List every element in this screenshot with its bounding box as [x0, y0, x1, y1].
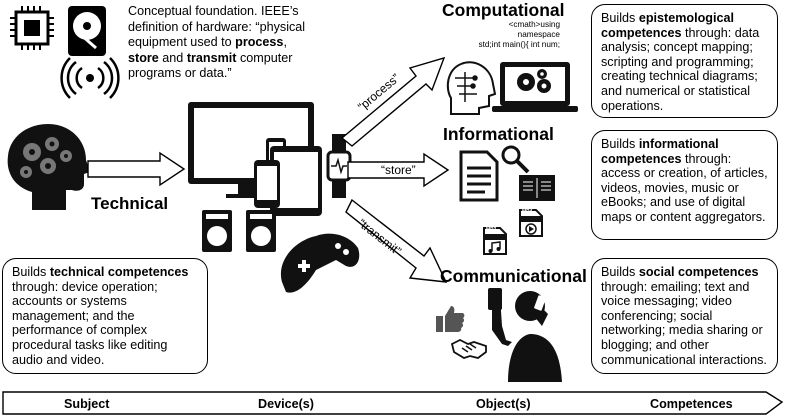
box-text: Builds [601, 11, 639, 25]
hard-drive-icon [68, 6, 106, 56]
thumbs-up-icon [436, 306, 465, 332]
devices-icon [188, 102, 360, 293]
subject-to-device-arrow [87, 151, 186, 187]
transmit-arrow [345, 198, 448, 283]
box-line: analysis; concept mapping; [601, 40, 753, 55]
box-line: performance of complex [12, 323, 148, 338]
note-bold: transmit [186, 50, 237, 65]
box-line: communicational interactions. [601, 352, 767, 367]
box-text: Builds [601, 137, 639, 151]
note-text: and [158, 50, 187, 65]
box-text: through: data [685, 25, 760, 40]
note-text: equipment used to [128, 35, 236, 49]
mp3-file-icon [483, 227, 507, 255]
informational-competences-box: Builds informational competences through… [591, 130, 778, 240]
laptop-gears-icon [492, 62, 578, 112]
ebook-icon [519, 175, 555, 201]
box-bold: social competences [638, 265, 759, 279]
store-arrow [347, 152, 450, 188]
process-arrow [340, 56, 446, 147]
informational-title: Informational [443, 124, 554, 144]
box-line: maps or content aggregators. [601, 209, 766, 224]
axis-label-competences: Competences [650, 397, 733, 411]
box-bold: informational competences [601, 137, 719, 166]
note-line: store and transmit computer [128, 51, 305, 67]
box-text: through: [685, 151, 732, 166]
robot-head-icon [446, 61, 497, 115]
code-line: std;int main(){ int num; [478, 40, 560, 49]
mp4-file-label: MP4 [522, 209, 533, 215]
document-icon [459, 150, 499, 202]
code-line: <cmath>using [508, 20, 560, 29]
note-line: Conceptual foundation. IEEE’s [128, 4, 299, 18]
note-bold: process [235, 35, 284, 49]
axis-label-devices: Device(s) [258, 397, 315, 411]
box-line: networking; media sharing or [601, 323, 763, 338]
box-line: through: emailing; text and [601, 279, 750, 294]
mp4-file-icon [519, 209, 543, 237]
axis-label-subject: Subject [64, 397, 110, 411]
wireless-signal-icon [60, 57, 120, 99]
technical-competences-box: Builds technical competences through: de… [2, 258, 208, 374]
box-line: and numerical or statistical [601, 83, 751, 98]
box-bold: technical competences [49, 265, 189, 279]
magnifier-icon [501, 145, 530, 174]
code-line: namespace [517, 30, 560, 39]
box-line: accounts or systems [12, 294, 127, 309]
box-line: scripting and programming; [601, 54, 754, 69]
head-gears-icon [7, 124, 90, 210]
box-text: Builds [12, 265, 50, 279]
store-arrow-label: “store” [381, 163, 416, 177]
handshake-icon [450, 338, 487, 359]
note-text: computer [236, 50, 293, 65]
box-line: procedural tasks like editing [12, 337, 168, 352]
mp3-file-label: MP3 [486, 227, 497, 233]
box-line: through: device operation; [12, 279, 158, 294]
box-line: Builds informational competences through… [601, 137, 768, 166]
box-line: operations. [601, 98, 664, 113]
note-line: definition of hardware: “physical [128, 19, 306, 34]
note-text: , [283, 35, 287, 49]
note-line: equipment used to process, [128, 35, 305, 51]
box-line: creating technical diagrams; [601, 69, 758, 84]
box-line: Builds epistemological competences throu… [601, 11, 768, 40]
hardware-definition-note: Conceptual foundation. IEEE’s definition… [128, 4, 305, 82]
person-phone-icon [488, 288, 562, 382]
box-line: eBooks; and use of digital [601, 195, 746, 210]
box-line: management; and the [12, 308, 135, 323]
box-line: Builds technical competences [12, 265, 198, 280]
box-line: Builds social competences [601, 265, 768, 280]
box-line: audio and video. [12, 352, 105, 367]
note-line: programs or data.” [128, 66, 232, 80]
box-bold: epistemological competences [601, 11, 734, 40]
box-line: voice messaging; video [601, 294, 732, 309]
box-line: blogging; and other [601, 337, 709, 352]
social-competences-box: Builds social competences through: email… [591, 258, 778, 374]
cpu-chip-icon [10, 6, 54, 50]
computational-title: Computational [442, 0, 565, 20]
note-bold: store [128, 50, 159, 65]
axis-label-objects: Object(s) [476, 397, 531, 411]
communicational-title: Communicational [440, 266, 587, 286]
subject-label: Technical [91, 194, 169, 213]
epistemological-competences-box: Builds epistemological competences throu… [591, 4, 778, 118]
box-text: Builds [601, 265, 639, 279]
code-snippet: <cmath>using namespace std;int main(){ i… [462, 20, 560, 50]
box-line: conferencing; social [601, 308, 713, 323]
bottom-axis-arrow [2, 391, 784, 415]
box-line: videos, movies, music or [601, 180, 739, 195]
box-line: access or creation, of articles, [601, 166, 768, 181]
